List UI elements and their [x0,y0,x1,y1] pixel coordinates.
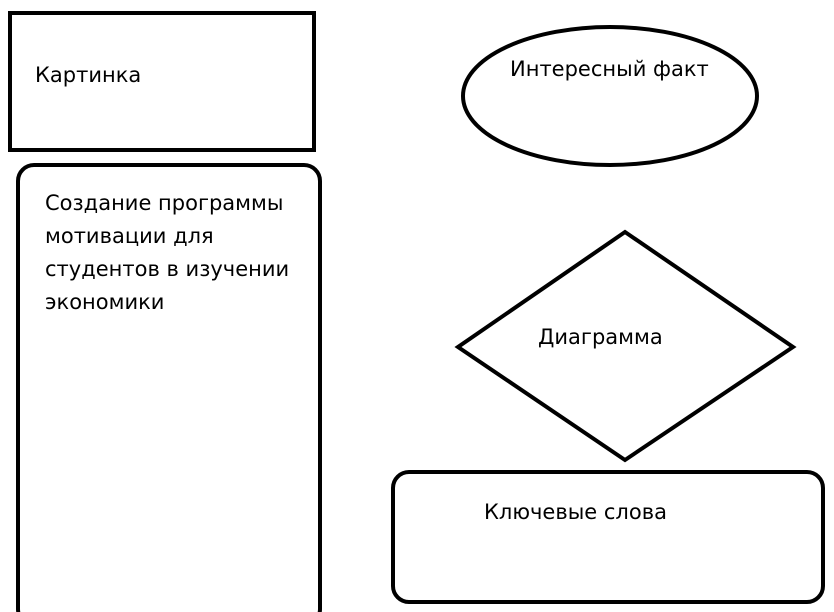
fact-label: Интересный факт [510,57,709,81]
title-line-4: экономики [45,290,165,314]
keywords-label: Ключевые слова [484,500,667,524]
title-text: Создание программы мотивации для студент… [45,187,310,319]
fact-ellipse [461,25,759,167]
picture-rectangle [8,11,316,152]
diagram-label: Диаграмма [538,325,663,349]
title-line-1: Создание программы [45,191,284,215]
diagram-diamond [454,229,797,463]
title-rounded-rectangle [16,163,322,612]
title-line-3: студентов в изучении [45,257,290,281]
title-line-2: мотивации для [45,224,214,248]
keywords-rounded-rectangle [391,470,825,604]
picture-label: Картинка [35,63,142,87]
